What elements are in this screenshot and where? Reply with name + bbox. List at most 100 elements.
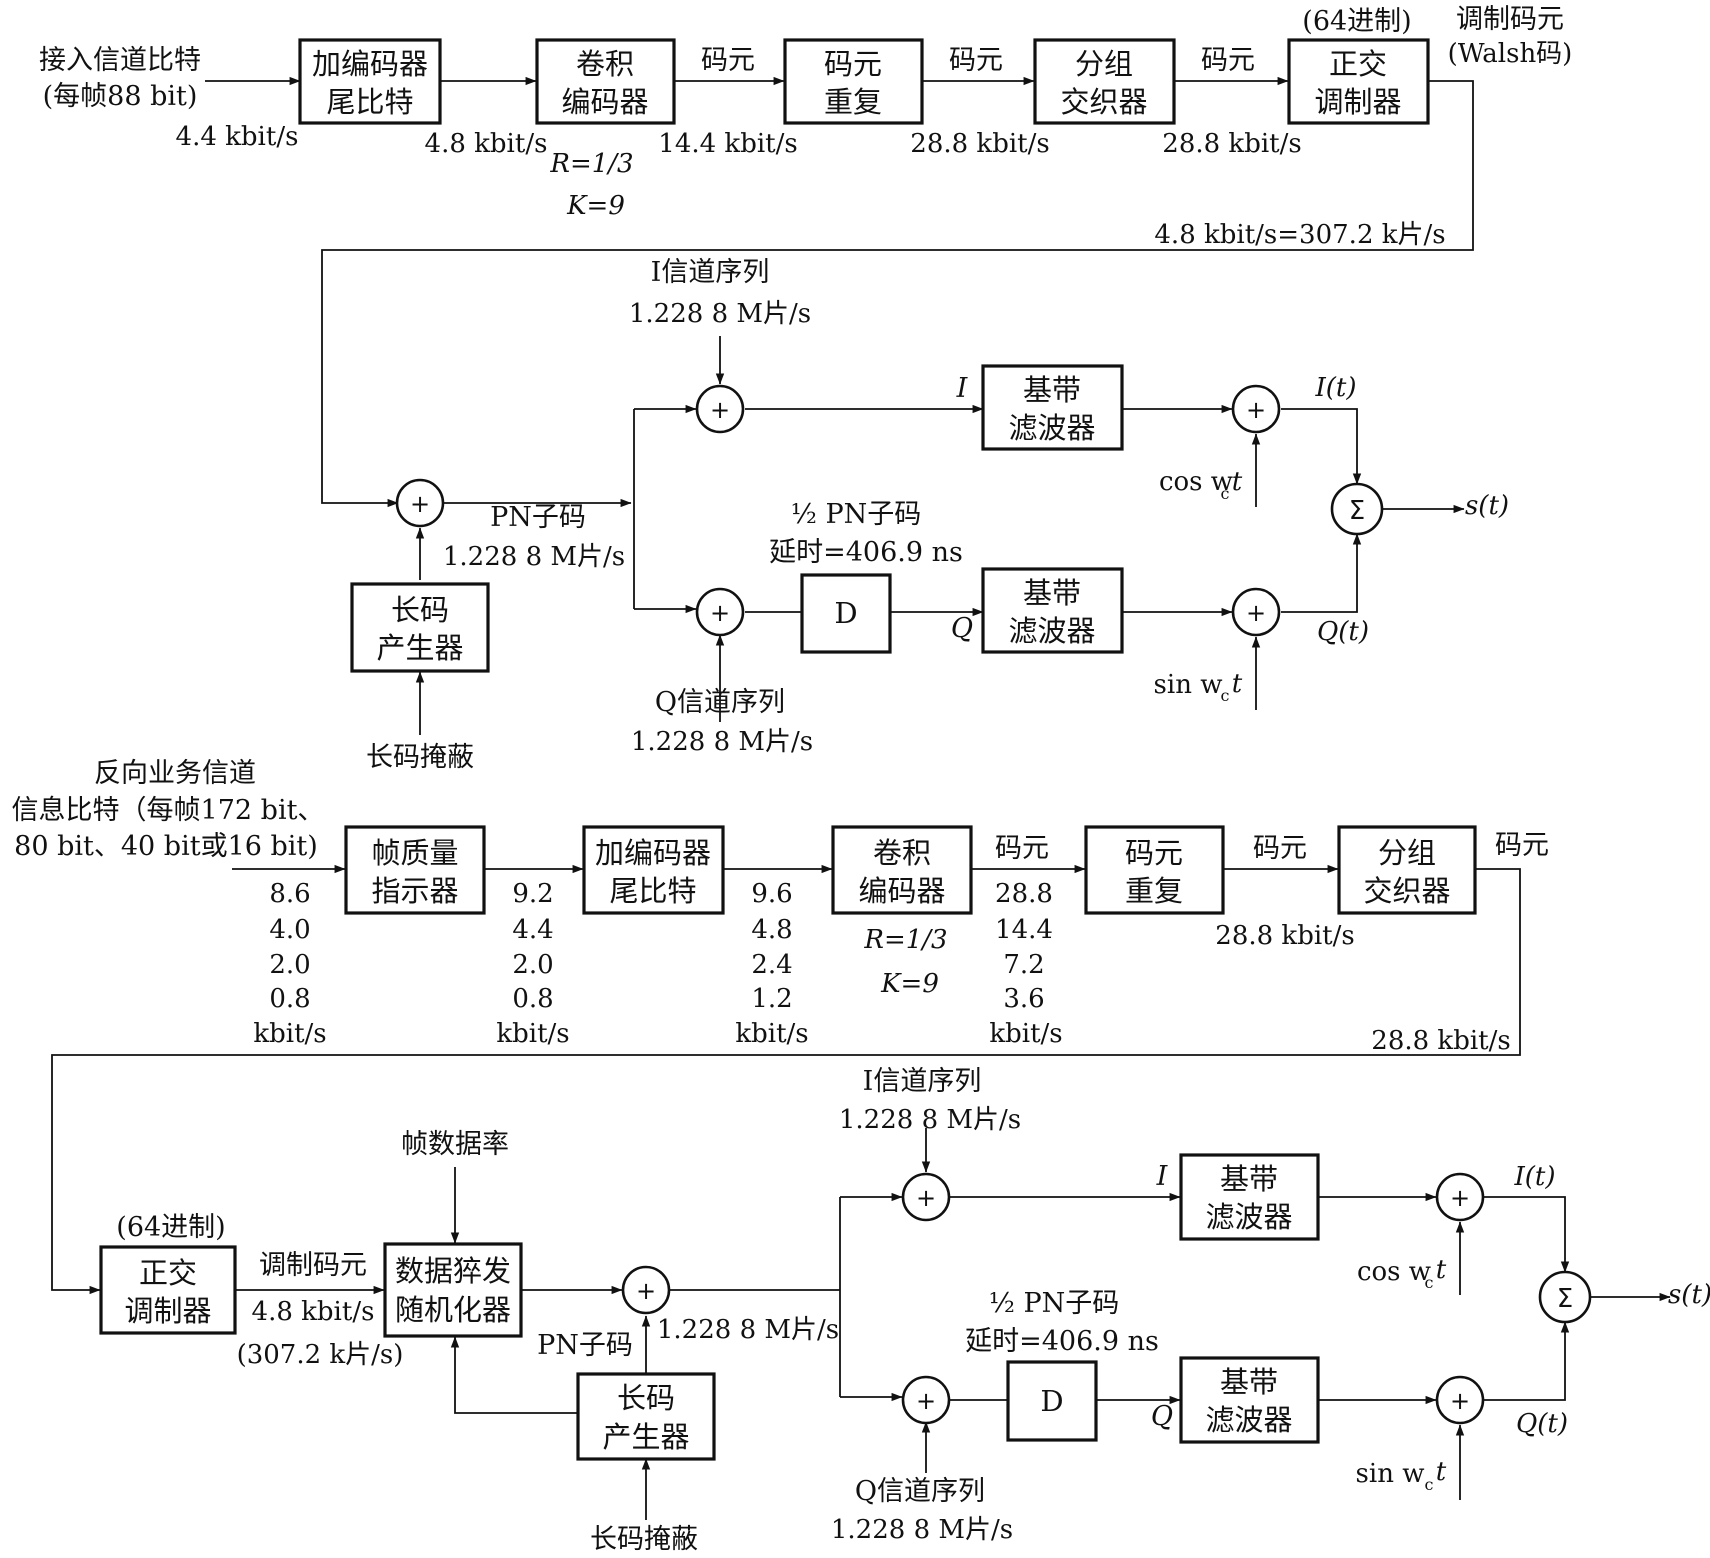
block-label: 加编码器 (312, 47, 428, 81)
diagram-label: kbit/s (496, 1019, 569, 1049)
diagram-label: c (1425, 1475, 1434, 1494)
diagram-label: 28.8 (995, 879, 1053, 909)
diagram-label: 码元 (949, 45, 1003, 76)
diagram-label: 2.0 (269, 950, 310, 980)
diagram-label: 4.0 (269, 915, 310, 945)
block-label: 指示器 (371, 874, 458, 908)
diagram-label: 80 bit、40 bit或16 bit) (14, 831, 318, 862)
block-label: 调制器 (1314, 85, 1401, 119)
adder (901, 1375, 951, 1425)
diagram-label: 码元 (1201, 45, 1255, 76)
diagram-label: s(t) (1668, 1280, 1710, 1310)
baseband-filter-i-block (981, 364, 1124, 451)
baseband-filter-q-block (1179, 1356, 1320, 1444)
block-label: 基带 (1220, 1162, 1278, 1196)
block-label: 随机化器 (395, 1293, 511, 1327)
diagram-label: Q (951, 613, 973, 644)
diagram-label: cos w (1357, 1257, 1431, 1287)
delay-block (1006, 1360, 1098, 1442)
block-label: 重复 (1125, 874, 1183, 908)
diagram-label: 4.4 kbit/s (176, 122, 299, 152)
frame-quality-indicator-block (344, 825, 486, 915)
baseband-filter-i-block (1179, 1153, 1320, 1241)
adder-symbol: + (710, 396, 730, 424)
diagram-label: t (1436, 1457, 1447, 1487)
diagram-label: 1.228 8 M片/s (839, 1105, 1021, 1135)
diagram-label: 1.2 (751, 984, 792, 1014)
block-label: 帧质量 (371, 836, 458, 870)
block-label: 滤波器 (1205, 1403, 1292, 1437)
long-code-generator-block (576, 1372, 716, 1461)
block-label: 分组 (1075, 47, 1133, 81)
diagram-label: 码元 (1495, 830, 1549, 861)
diagram-label: 1.228 8 M片/s (831, 1515, 1013, 1545)
adder (1231, 384, 1281, 434)
diagram-label: t (1436, 1255, 1447, 1285)
block-label: D (834, 596, 857, 630)
diagram-label: 调制码元 (1456, 4, 1564, 35)
diagram-label: 帧数据率 (401, 1129, 509, 1160)
block-label: 卷积 (576, 47, 634, 81)
block-label: 码元 (824, 47, 882, 81)
diagram-label: 3.6 (1003, 984, 1044, 1014)
diagram-label: 28.8 kbit/s (910, 129, 1049, 159)
diagram-label: 28.8 kbit/s (1162, 129, 1301, 159)
block-interleaver-block (1033, 38, 1176, 125)
adder (695, 384, 745, 434)
block-label: 产生器 (602, 1420, 689, 1454)
diagram-label: 4.8 (751, 915, 792, 945)
diagram-label: PN子码 (490, 502, 586, 533)
diagram-label: 2.4 (751, 950, 792, 980)
diagram-label: K=9 (566, 191, 625, 221)
block-label: 交织器 (1363, 874, 1450, 908)
diagram-label: c (1221, 686, 1230, 705)
block-label: 交织器 (1060, 85, 1147, 119)
diagram-label: Q (1151, 1401, 1173, 1432)
connector-lines-bottom (51, 864, 1671, 1520)
diagram-label: 延时=406.9 ns (965, 1326, 1159, 1357)
block-label: 基带 (1220, 1365, 1278, 1399)
blocks-bottom: 帧质量 指示器 加编码器 尾比特 卷积 编码器 码元 重复 分组 交织器 正交 … (99, 825, 1477, 1461)
summer (1330, 482, 1384, 536)
diagram-label: (每帧88 bit) (43, 81, 198, 112)
adder-symbol: + (410, 490, 430, 518)
diagram-label: Q信道序列 (655, 687, 785, 718)
diagram-label: 14.4 (995, 915, 1053, 945)
diagram-label: kbit/s (989, 1019, 1062, 1049)
diagram-label: sin w (1154, 670, 1223, 700)
diagram-label: 信息比特（每帧172 bit、 (12, 795, 325, 826)
diagram-label: 码元 (1253, 833, 1307, 864)
adder (695, 587, 745, 637)
diagram-label: s(t) (1465, 491, 1509, 521)
block-label: 产生器 (376, 631, 463, 665)
diagram-label: 9.2 (512, 879, 553, 909)
block-label: 基带 (1023, 576, 1081, 610)
diagram-label: 长码掩蔽 (366, 742, 474, 773)
diagram-label: R=1/3 (549, 149, 633, 179)
summer-symbol: Σ (1557, 1284, 1573, 1314)
diagram-label: 9.6 (751, 879, 792, 909)
adder (901, 1172, 951, 1222)
symbol-repetition-block (783, 38, 924, 125)
diagram-label: t (1232, 467, 1243, 497)
diagram-label: 1.228 8 M片/s (657, 1315, 839, 1345)
block-label: 滤波器 (1205, 1200, 1292, 1234)
block-label: 尾比特 (326, 85, 413, 119)
diagram-label: (64进制) (116, 1212, 225, 1243)
diagram-label: PN子码 (537, 1330, 633, 1361)
diagram-label: K=9 (880, 969, 939, 999)
adders-top: + + + + + Σ (395, 384, 1384, 637)
encoder-tail-bits-block (582, 825, 725, 915)
block-label: 重复 (824, 85, 882, 119)
adder-symbol: + (1246, 396, 1266, 424)
diagram-label: t (1232, 669, 1243, 699)
diagram-label: 4.4 (512, 915, 553, 945)
block-label: 尾比特 (609, 874, 696, 908)
diagram-label: 8.6 (269, 879, 310, 909)
diagram-label: Q(t) (1516, 1409, 1568, 1439)
adder-symbol: + (710, 599, 730, 627)
diagram-label: 4.8 kbit/s (425, 129, 548, 159)
diagram-label: 14.4 kbit/s (658, 129, 797, 159)
adder-symbol: + (1450, 1184, 1470, 1212)
